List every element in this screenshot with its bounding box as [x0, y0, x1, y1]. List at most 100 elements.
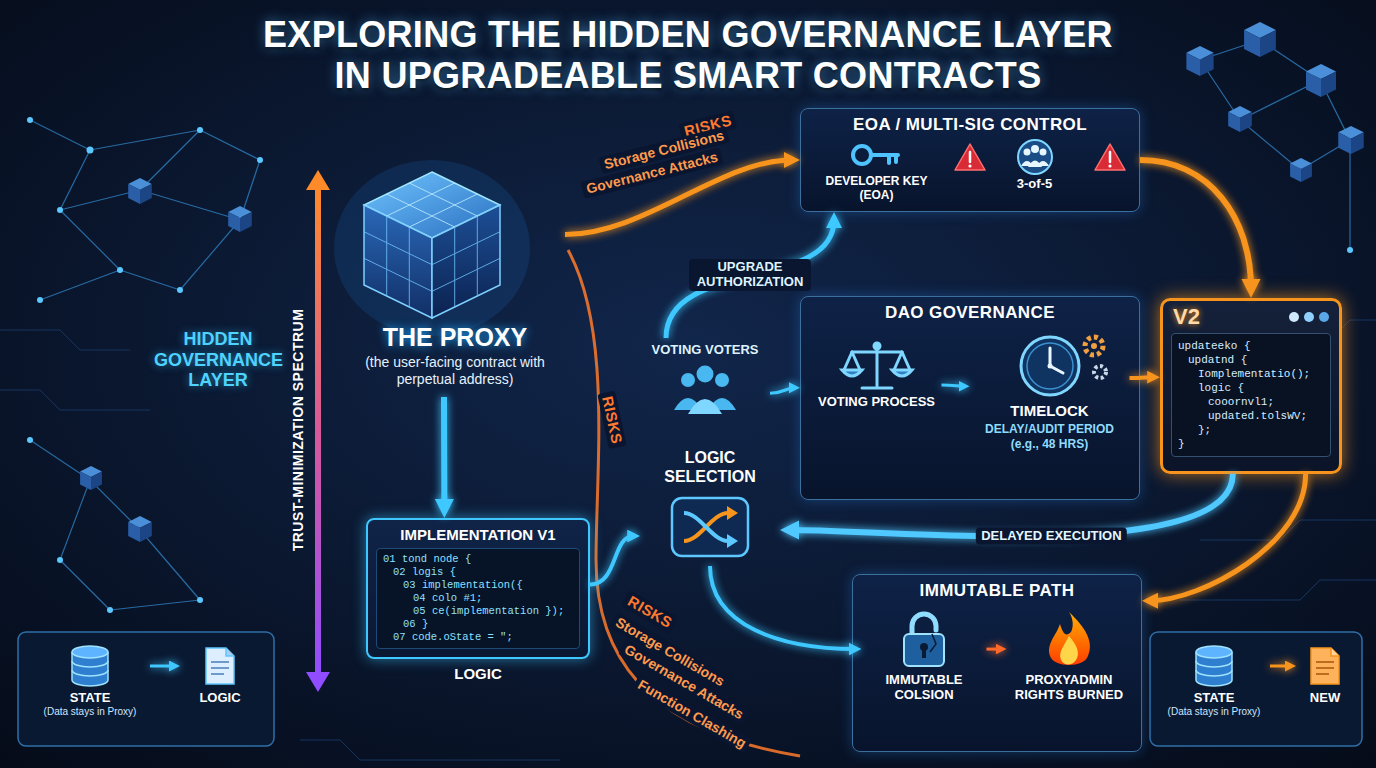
network-dots-part	[57, 557, 63, 563]
code-line: 02 logis {	[383, 566, 573, 579]
code-line: 05 ce(implementation });	[383, 605, 573, 618]
code-line: 03 implementation({	[383, 579, 573, 592]
node-title: VOTING VOTERS	[643, 342, 767, 358]
window-title: V2	[1173, 305, 1200, 329]
network-graph-part	[40, 270, 120, 300]
network-dots-part	[57, 207, 63, 213]
node-title: STATE	[33, 690, 147, 706]
proxy-cube-part	[432, 205, 500, 318]
voters-icon-part	[697, 366, 714, 383]
code-panel: 01 tond node {02 logis {03 implementatio…	[376, 548, 580, 649]
circuit-traces-part	[300, 740, 560, 760]
multisig-icon-part	[1021, 145, 1049, 167]
code-line: 07 code.oState = ";	[383, 631, 573, 644]
network-dots-part	[1347, 247, 1353, 253]
scales-icon-part	[852, 351, 902, 354]
trust-spectrum-arrow-part	[306, 170, 330, 190]
node-text: (Data stays in Proxy)	[33, 706, 147, 718]
node-title: TIMELOCK	[973, 402, 1127, 420]
network-graph-part	[140, 530, 200, 600]
node-title: EOA / MULTI-SIG CONTROL	[809, 115, 1131, 135]
network-dots-part	[37, 297, 43, 303]
trust-spectrum-arrow	[306, 170, 330, 692]
network-graph-part	[60, 480, 90, 560]
code-line: };	[1178, 423, 1324, 437]
circuit-traces-part	[1340, 320, 1376, 330]
network-dots-part	[107, 607, 113, 613]
scales-icon-part	[874, 343, 880, 349]
network-graph-part	[60, 560, 110, 610]
network-graph-part	[60, 190, 140, 210]
icon-node: VOTING VOTERS	[640, 338, 770, 430]
network-graph	[30, 40, 1350, 610]
switch-icon-part	[684, 513, 728, 541]
icon-node: IMMUTABLE COLSION	[862, 610, 987, 742]
trust-spectrum-arrow-part	[315, 186, 321, 676]
code-line: }	[1178, 437, 1324, 451]
warning-icon-part	[1108, 164, 1111, 167]
multisig-icon-part	[1018, 140, 1052, 174]
clock-icon-part	[1048, 364, 1053, 369]
multisig-icon-part-part	[1024, 149, 1031, 156]
database-icon-part	[1196, 661, 1232, 676]
multisig-icon	[1018, 140, 1052, 174]
immutable-panel: IMMUTABLE PATHIMMUTABLE COLSIONPROXYADMI…	[852, 574, 1142, 752]
database-icon-part	[72, 646, 108, 658]
code-panel: updateeko {updatnd {Iomplementatio();log…	[1171, 333, 1331, 457]
proxy-cube-part	[432, 216, 500, 307]
document-icon-part	[1311, 648, 1339, 684]
voters-icon	[674, 366, 736, 415]
document-icon-part	[1331, 648, 1339, 656]
network-graph-part	[140, 130, 200, 190]
node-title: STATE	[1161, 690, 1267, 706]
code-line: logic {	[1178, 381, 1324, 395]
node-text: DELAY/AUDIT PERIOD (e.g., 48 HRS)	[973, 422, 1127, 452]
node-title: NEW	[1299, 690, 1351, 706]
risk-label: RISKS	[597, 391, 626, 450]
small-cubes-part	[1306, 64, 1336, 97]
document-icon	[206, 648, 234, 684]
small-cubes-part	[1338, 126, 1363, 154]
code-line: 06 }	[383, 618, 573, 631]
network-graph-part	[60, 150, 90, 210]
node-text: (the user-facing contract with perpetual…	[348, 354, 562, 388]
network-dots-part	[117, 267, 123, 273]
node-title: IMMUTABLE PATH	[861, 581, 1133, 601]
window-title: IMPLEMENTATION V1	[376, 526, 580, 544]
voters-icon-part	[681, 373, 695, 387]
connector-arrow	[1150, 474, 1306, 601]
warning-icon-part	[968, 164, 971, 167]
circuit-traces-part	[0, 390, 150, 410]
database-icon	[1196, 646, 1232, 686]
proxy-cube-part	[364, 205, 432, 318]
network-graph-part	[1349, 140, 1350, 250]
small-cubes-part	[1228, 106, 1252, 132]
database-icon-part	[72, 661, 108, 676]
network-dots-part	[177, 287, 183, 293]
node-title: DAO GOVERNANCE	[809, 303, 1131, 323]
lock-icon-part	[930, 634, 936, 652]
clock-icon-part	[1091, 343, 1097, 349]
network-dots-part	[27, 437, 33, 443]
diagram-title: EXPLORING THE HIDDEN GOVERNANCE LAYER IN…	[255, 14, 1121, 96]
proxy-cube-part	[334, 160, 530, 336]
circuit-traces-part	[0, 330, 130, 350]
edge-label: UPGRADE AUTHORIZATION	[689, 259, 811, 291]
connector-arrow	[710, 566, 855, 649]
network-graph-part	[200, 130, 260, 160]
small-cubes-part	[128, 178, 152, 204]
switch-icon-part	[684, 513, 728, 541]
code-line: updated.tolsWV;	[1178, 409, 1324, 423]
network-dots	[27, 117, 1353, 613]
code-line: Iomplementatio();	[1178, 367, 1324, 381]
network-dots-part	[197, 597, 203, 603]
node-title: DEVELOPER KEY (EOA)	[815, 174, 939, 203]
clock-icon-part	[1050, 348, 1063, 373]
implementation-node: IMPLEMENTATION V1 01 tond node {02 logis …	[366, 518, 590, 708]
small-cubes	[80, 22, 1364, 542]
network-dots-part	[27, 117, 33, 123]
lock-icon-part	[922, 649, 926, 658]
network-graph-part	[30, 120, 90, 150]
code-line: cooornvl1;	[1178, 395, 1324, 409]
